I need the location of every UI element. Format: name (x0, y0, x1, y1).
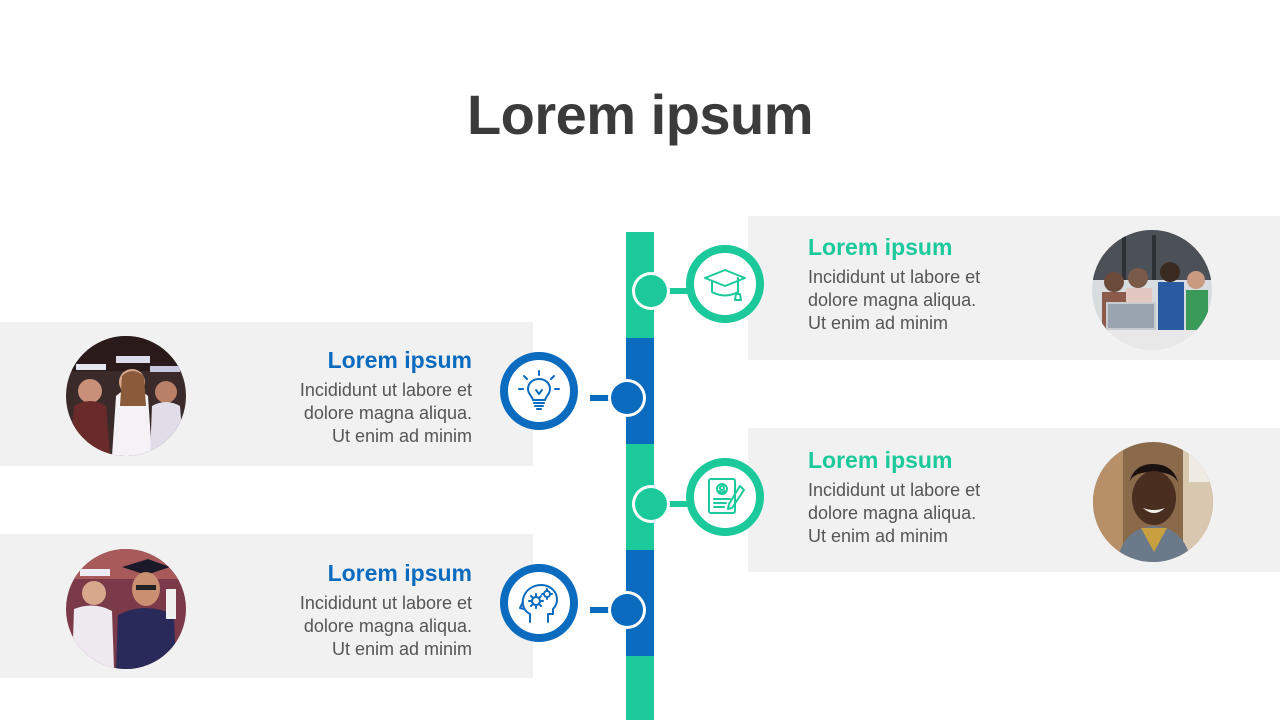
card-heading: Lorem ipsum (808, 447, 953, 473)
students-laptop-photo (1092, 230, 1212, 350)
timeline-node-dot (635, 488, 667, 520)
card-4-icon-ring (500, 564, 578, 642)
card-heading: Lorem ipsum (808, 234, 953, 260)
card-body: Incididunt ut labore et dolore magna ali… (808, 480, 981, 546)
certificate-document-icon (708, 478, 745, 514)
card-body: Incididunt ut labore et dolore magna ali… (299, 380, 472, 446)
graduates-photo (66, 336, 186, 456)
card-3-text: Lorem ipsum Incididunt ut labore et dolo… (808, 447, 1038, 548)
graduation-cap-icon (704, 269, 746, 301)
connector-line (660, 288, 692, 294)
lightbulb-icon (518, 370, 560, 410)
timeline-node-dot (611, 594, 643, 626)
timeline-node-dot (611, 382, 643, 414)
card-body: Incididunt ut labore et dolore magna ali… (299, 593, 472, 659)
card-1-text: Lorem ipsum Incididunt ut labore et dolo… (808, 234, 1038, 335)
card-3-icon-ring (686, 458, 764, 536)
head-gears-icon (519, 584, 558, 623)
card-body: Incididunt ut labore et dolore magna ali… (808, 267, 981, 333)
smiling-man-photo (1093, 442, 1213, 562)
card-heading: Lorem ipsum (327, 347, 472, 373)
timeline-node-dot (635, 275, 667, 307)
card-2-icon-ring (500, 352, 578, 430)
card-1-icon-ring (686, 245, 764, 323)
connector-line (590, 607, 626, 613)
graduate-selfie-photo (66, 549, 186, 669)
connector-line (590, 395, 626, 401)
spine-segment-green (626, 656, 654, 720)
card-2-text: Lorem ipsum Incididunt ut labore et dolo… (242, 347, 472, 448)
page-title: Lorem ipsum (466, 83, 814, 146)
connector-line (660, 501, 692, 507)
card-heading: Lorem ipsum (327, 560, 472, 586)
card-4-text: Lorem ipsum Incididunt ut labore et dolo… (242, 560, 472, 661)
